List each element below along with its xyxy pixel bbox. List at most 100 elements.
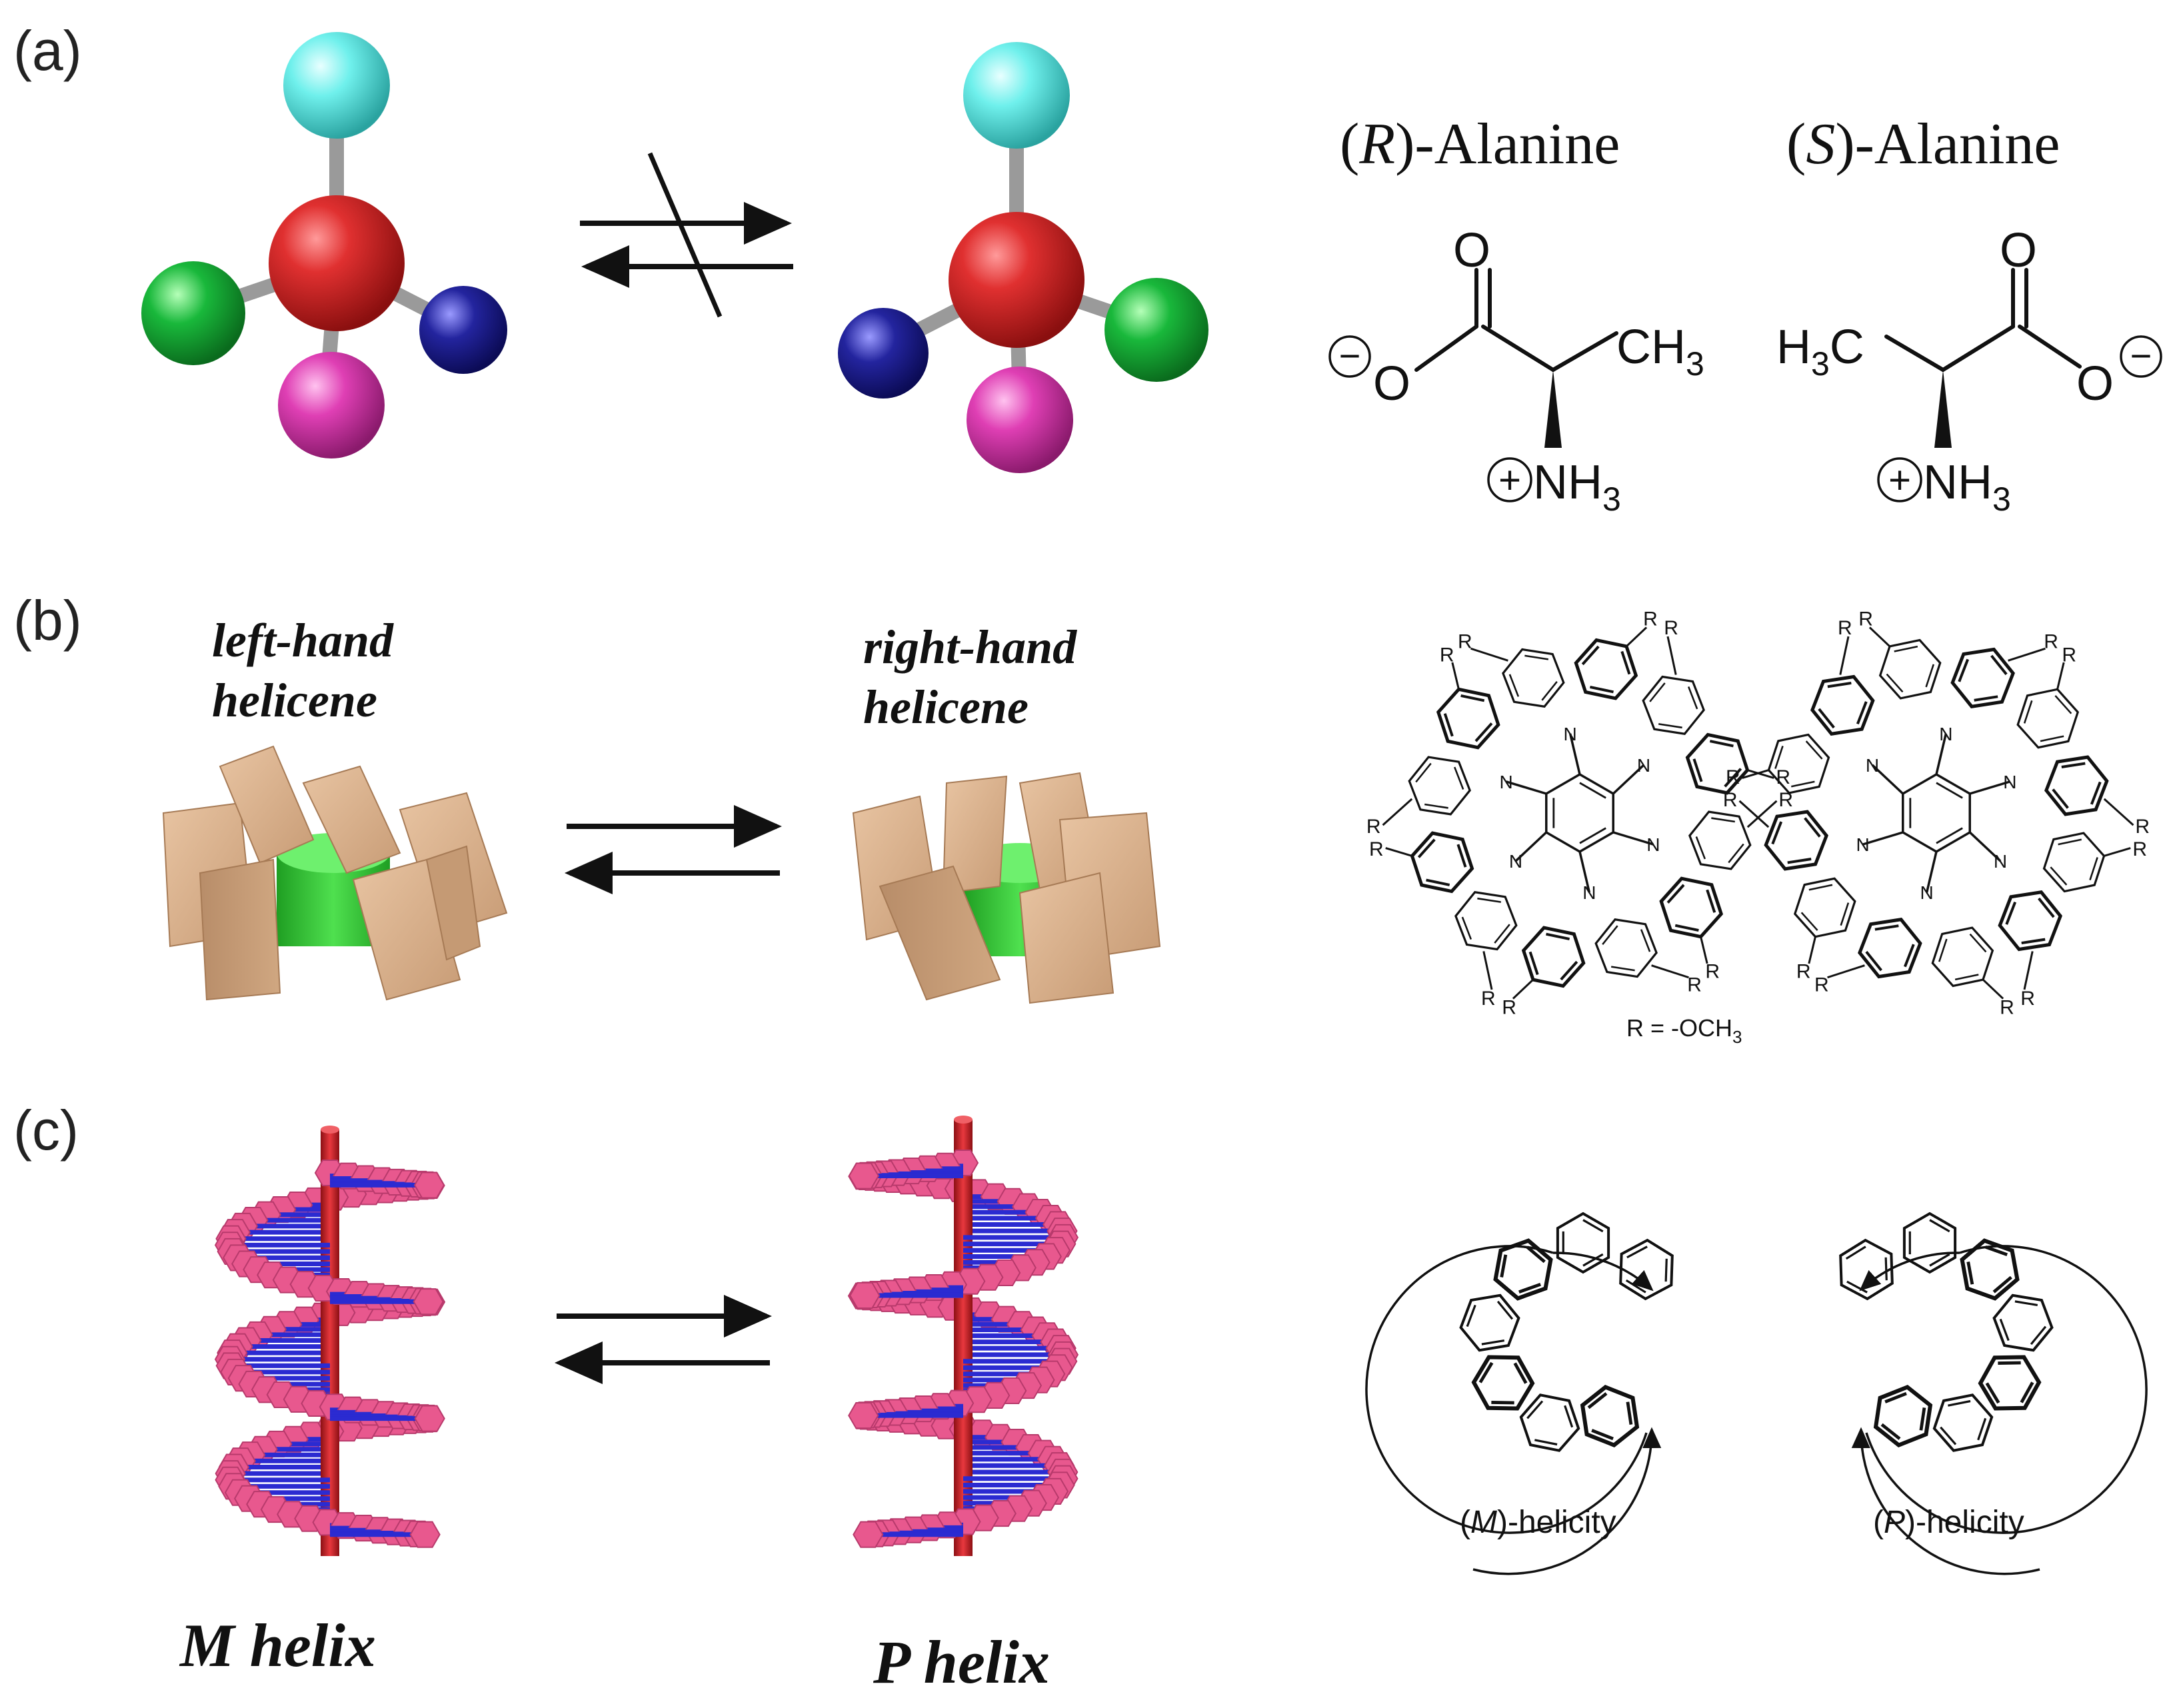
atom-o-carbonyl: O	[1453, 224, 1490, 277]
helicene-ring	[1839, 1238, 1894, 1301]
nitrogen-label: N	[1500, 772, 1513, 792]
helix-hexagon	[409, 1521, 441, 1548]
helicene-ring	[1580, 1385, 1640, 1447]
methyl-group: H3C	[1776, 321, 1864, 383]
nitrogen-label: N	[1856, 834, 1870, 855]
helix-hexagon	[413, 1172, 445, 1199]
carbazole-ring	[2016, 688, 2080, 749]
positive-charge: +	[1498, 458, 1521, 502]
helix-hexagon	[848, 1162, 880, 1190]
carbazole-ring	[1408, 756, 1471, 816]
equilibrium-arrows-c	[555, 1295, 772, 1384]
carbazole-ring	[1642, 675, 1705, 735]
p-helix-label: P helix	[873, 1628, 1050, 1696]
r-substituent-label: R	[2135, 816, 2150, 838]
r-substituent-label: R	[1366, 816, 1381, 838]
tetrahedral-model-right	[838, 42, 1208, 473]
m-helix-model	[214, 1126, 446, 1556]
r-substituent-label: R	[1838, 617, 1852, 639]
r-substituent-label: R	[1643, 608, 1658, 630]
carbazole-ring	[1878, 638, 1942, 700]
positive-charge: +	[1888, 458, 1911, 502]
carbazole-ring	[1502, 648, 1565, 708]
nitrogen-label: N	[1646, 834, 1660, 855]
m-helicity-structure	[1365, 1212, 1674, 1575]
nitrogen-label: N	[1509, 851, 1522, 872]
r-substituent-label: R	[2020, 988, 2035, 1010]
nitrogen-label: N	[1939, 724, 1952, 744]
helicene-ring	[1960, 1238, 2020, 1301]
helicene-ring	[1932, 1393, 1994, 1452]
carbazole-ring	[1685, 732, 1750, 795]
ammonium-group: NH3	[1923, 456, 2011, 518]
r-substituent-label: R	[1502, 996, 1516, 1018]
helicene-ring	[1556, 1212, 1610, 1274]
p-helix-model	[847, 1116, 1079, 1556]
left-hand-title-line2: helicene	[212, 674, 377, 727]
atom-o-carboxylate: O	[1373, 357, 1410, 411]
r-substituent-label: R	[1369, 838, 1384, 860]
atom-o-carbonyl: O	[2000, 224, 2037, 277]
r-substituent-label: R	[1814, 974, 1829, 996]
r-alanine-title: (R)-Alanine	[1340, 112, 1620, 177]
helicene-ring	[1519, 1393, 1580, 1452]
wedge-bond	[1544, 370, 1562, 448]
atom-sphere-magenta	[967, 367, 1073, 473]
r-substituent-label: R	[1458, 630, 1472, 652]
panel-label-a: (a)	[13, 19, 82, 82]
carbazole-ring	[1767, 733, 1830, 794]
helix-hexagon	[848, 1402, 879, 1429]
r-substituent-label: R	[2000, 996, 2014, 1018]
r-substituent-label: R	[2044, 630, 2058, 652]
nitrogen-label: N	[2003, 772, 2016, 792]
negative-charge: −	[2130, 335, 2152, 377]
r-substituent-label: R	[1687, 974, 1702, 996]
carbazole-ring	[1521, 926, 1586, 988]
r-substituent-label: R	[1858, 608, 1873, 630]
carbazole-ring	[1436, 687, 1500, 750]
helicene-ring	[1992, 1293, 2054, 1352]
carbazole-ring	[1659, 876, 1724, 939]
r-substituent-label: R	[1723, 789, 1738, 811]
helicene-ring	[1471, 1355, 1535, 1411]
r-substituent-label: R	[1726, 766, 1740, 788]
right-hand-title-line2: helicene	[863, 680, 1029, 734]
helicene-ring	[1873, 1385, 1933, 1447]
r-substituent-label: R	[1664, 617, 1678, 639]
carbazole-ring	[1810, 674, 1875, 736]
carbazole-ring	[1410, 831, 1474, 894]
r-alanine-structure: O O − CH3 + NH3	[1328, 224, 1704, 518]
equilibrium-arrows-b	[565, 805, 782, 894]
nitrogen-label: N	[1582, 882, 1596, 903]
nitrogen-label: N	[1637, 755, 1650, 776]
carbazole-ring	[1454, 891, 1518, 951]
r-substituent-label: R	[1440, 644, 1454, 666]
atom-sphere-magenta	[278, 352, 385, 458]
carbazole-ring	[2044, 755, 2109, 816]
atom-sphere-green	[141, 261, 245, 365]
s-alanine-structure: O O − H3C + NH3	[1776, 224, 2162, 518]
atom-sphere-green	[1104, 278, 1208, 382]
carbazole-ring	[1764, 810, 1829, 871]
atom-sphere-blue	[419, 286, 507, 374]
nitrogen-label: N	[1920, 882, 1934, 903]
atom-sphere-red-center	[269, 195, 405, 331]
atom-sphere-cyan	[963, 42, 1070, 149]
atom-o-carboxylate: O	[2076, 357, 2114, 411]
helicene-ring	[1902, 1212, 1957, 1274]
helicene-ring	[1459, 1293, 1520, 1352]
right-hand-propeller-model	[852, 772, 1161, 1004]
carbazole-ring	[1688, 810, 1752, 870]
panel-label-b: (b)	[13, 589, 82, 652]
negative-charge: −	[1339, 335, 1361, 377]
helix-hexagon	[849, 1281, 881, 1309]
carbazole-ring	[1594, 918, 1658, 978]
helix-hexagon	[413, 1288, 444, 1315]
central-benzene-ring	[1545, 772, 1614, 854]
methyl-group: CH3	[1616, 321, 1704, 383]
carbazole-ring	[1931, 926, 1994, 988]
non-interconvertible-arrows	[580, 152, 793, 318]
r-substituent-label: R	[2132, 838, 2147, 860]
